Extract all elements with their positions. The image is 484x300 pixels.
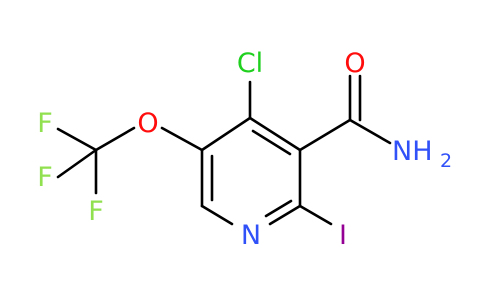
fluorine-1-label: F: [37, 108, 53, 139]
bond-camide-n: [348, 118, 392, 145]
bond-cf3-f1: [56, 127, 98, 152]
bond-o-cf3: [94, 126, 136, 152]
bond-n-c6: [200, 204, 234, 226]
fluorine-2-label: F: [37, 162, 53, 193]
bond-c2-n-double: [264, 199, 293, 218]
bond-c4-c3: [248, 116, 302, 152]
amide-nh-label: NH: [392, 136, 433, 167]
bond-cf3-f2: [56, 148, 98, 179]
fluorine-3-label: F: [88, 196, 104, 227]
bond-c5-o: [160, 126, 204, 152]
carbonyl-oxygen-label: O: [344, 48, 365, 79]
bonds: [56, 74, 392, 226]
atom-labels: Cl O NH 2 O F F F N I: [37, 48, 452, 251]
amide-subscript-label: 2: [440, 150, 452, 172]
ring-nitrogen-label: N: [241, 220, 261, 251]
bond-c3-camide: [298, 118, 352, 152]
chlorine-label: Cl: [237, 48, 263, 79]
bond-c5-c4: [200, 116, 252, 152]
ether-oxygen-label: O: [137, 108, 158, 139]
bond-c4-c3-double: [251, 129, 292, 156]
bond-c2-i: [298, 204, 333, 226]
bond-c2-n: [268, 204, 302, 226]
iodine-label: I: [339, 220, 347, 251]
